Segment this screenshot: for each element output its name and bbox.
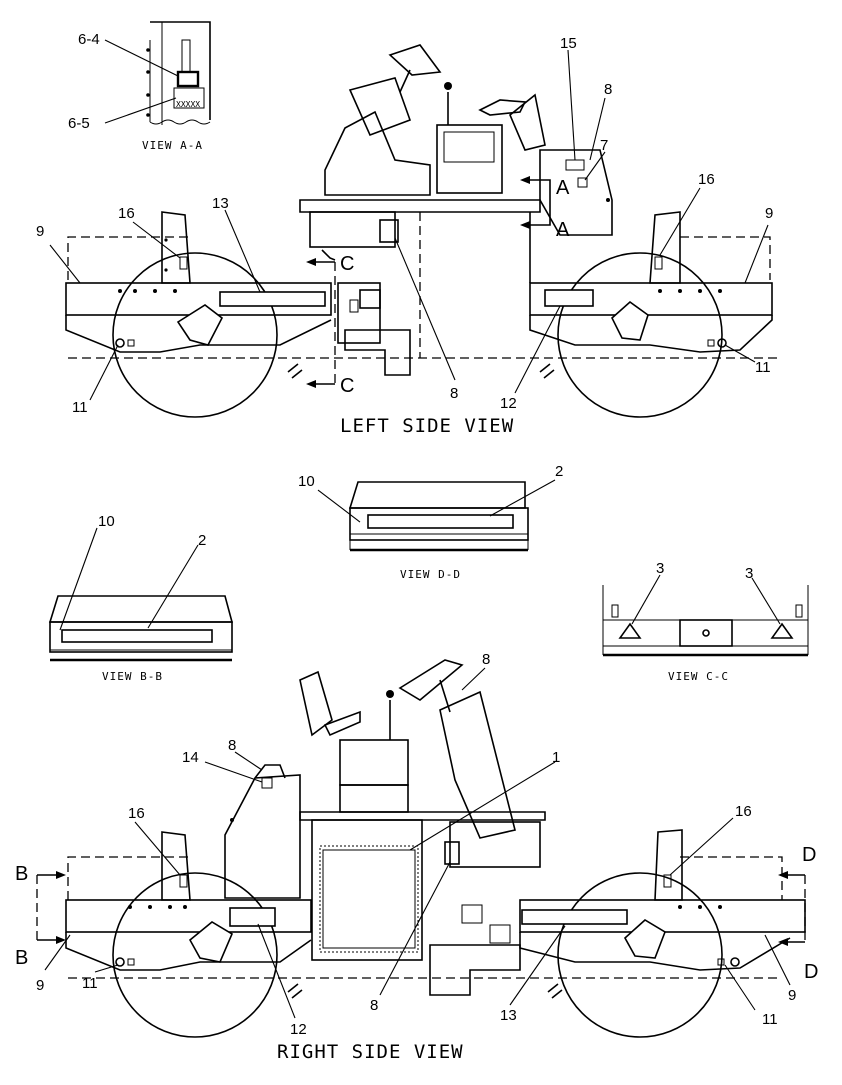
view-aa-detail: XXXXX VIEW A-A	[104, 21, 211, 152]
callout-6-5: 6-5	[68, 115, 90, 132]
callout-11-rs-right: 11	[762, 1011, 778, 1028]
right-side-view-title: RIGHT SIDE VIEW	[277, 1041, 464, 1063]
callout-9-rs-left: 9	[36, 977, 44, 994]
callout-13-left: 13	[212, 195, 229, 212]
rs-decal-12	[229, 907, 276, 927]
view-dd-title: VIEW D-D	[400, 568, 461, 581]
view-bb-title: VIEW B-B	[102, 670, 163, 683]
section-c-top: C	[340, 253, 354, 275]
decal-2-bb	[61, 629, 213, 643]
callout-14: 14	[182, 749, 199, 766]
decal-1	[322, 849, 416, 949]
rs-rear-drum	[557, 872, 723, 1038]
callout-3-left: 3	[656, 560, 664, 577]
callout-9-rs-right: 9	[788, 987, 796, 1004]
callout-11-left-top: 11	[72, 399, 88, 416]
left-side-view-title: LEFT SIDE VIEW	[340, 415, 514, 437]
left-side-view: A A C C LEFT SIDE VIEW	[65, 44, 780, 437]
rear-drum	[557, 252, 723, 418]
callout-16-right-top: 16	[698, 171, 715, 188]
callout-12-rs: 12	[290, 1021, 307, 1038]
callout-8-left-mid: 8	[450, 385, 458, 402]
view-bb-detail: VIEW B-B	[48, 527, 234, 683]
callout-7: 7	[600, 137, 608, 154]
section-d-bottom: D	[804, 961, 818, 983]
section-b-bottom: B	[15, 947, 28, 969]
view-cc-detail: VIEW C-C	[602, 574, 809, 683]
right-side-leaders	[44, 667, 791, 1019]
section-a-top: A	[556, 177, 570, 199]
callout-11-rs-left: 11	[82, 975, 98, 992]
section-c-bottom: C	[340, 375, 354, 397]
callout-8-steer: 8	[482, 651, 490, 668]
callout-16-rs-left: 16	[128, 805, 145, 822]
callouts: 6-4 6-5 15 8 7 16 13 9 16 9 11 8 12 11 1…	[36, 31, 796, 1038]
front-drum	[112, 252, 278, 418]
section-b-top: B	[15, 863, 28, 885]
rs-decal-16-front	[179, 874, 188, 888]
rs-decal-13	[521, 909, 628, 925]
callout-2-bb: 2	[198, 532, 206, 549]
view-dd-detail: VIEW D-D	[317, 479, 556, 581]
decal-16	[179, 256, 188, 270]
rs-front-drum	[112, 872, 278, 1038]
section-d-top: D	[802, 844, 816, 866]
view-aa-title: VIEW A-A	[142, 139, 203, 152]
callout-9-left-top: 9	[36, 223, 44, 240]
decal-7	[577, 177, 588, 188]
callout-6-4: 6-4	[78, 31, 100, 48]
callout-10-bb: 10	[98, 513, 115, 530]
view-aa-decal-text: XXXXX	[176, 100, 200, 109]
right-side-view: B B D D RIGHT SIDE VIEW	[15, 659, 818, 1063]
view-cc-title: VIEW C-C	[668, 670, 729, 683]
left-side-leaders	[49, 49, 769, 401]
callout-3-right: 3	[745, 565, 753, 582]
decal-13	[219, 291, 326, 307]
callout-8-rs-mid: 8	[370, 997, 378, 1014]
callout-15: 15	[560, 35, 577, 52]
rs-decal-16-rear	[663, 874, 672, 888]
callout-8-rear: 8	[228, 737, 236, 754]
callout-10-dd: 10	[298, 473, 315, 490]
callout-13-rs: 13	[500, 1007, 517, 1024]
decal-2-dd	[367, 514, 514, 529]
callout-9-right-top: 9	[765, 205, 773, 222]
decal-12	[544, 289, 594, 307]
callout-1: 1	[552, 749, 560, 766]
section-a-bottom: A	[556, 219, 570, 241]
callout-2-dd: 2	[555, 463, 563, 480]
callout-16-left-top: 16	[118, 205, 135, 222]
decal-15	[565, 159, 585, 171]
callout-11-right-top: 11	[755, 359, 771, 376]
callout-12-left: 12	[500, 395, 517, 412]
callout-16-rs-right: 16	[735, 803, 752, 820]
callout-8-top: 8	[604, 81, 612, 98]
